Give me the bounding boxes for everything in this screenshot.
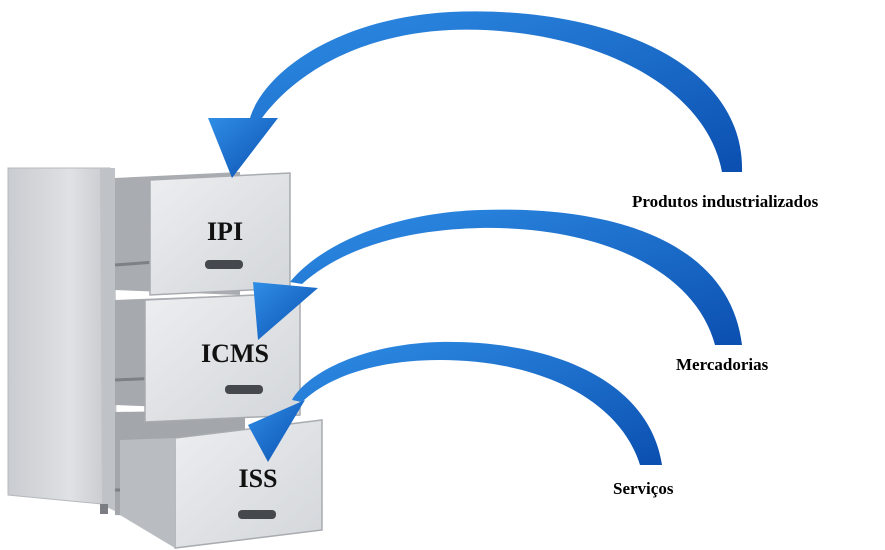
category-label-mercadorias: Mercadorias bbox=[676, 355, 769, 374]
category-label-produtos: Produtos industrializados bbox=[632, 192, 819, 211]
drawer-iss bbox=[120, 419, 323, 549]
curved-arrow-icon bbox=[248, 341, 662, 465]
drawer-label-icms: ICMS bbox=[201, 339, 269, 368]
drawer-handle bbox=[205, 260, 243, 269]
curved-arrow-icon bbox=[253, 209, 742, 345]
curved-arrow-icon bbox=[208, 11, 743, 178]
drawer-handle bbox=[225, 385, 263, 394]
drawer-label-iss: ISS bbox=[238, 464, 277, 493]
drawer-label-ipi: IPI bbox=[207, 217, 243, 246]
category-label-servicos: Serviços bbox=[613, 479, 674, 498]
drawer-handle bbox=[238, 510, 276, 519]
